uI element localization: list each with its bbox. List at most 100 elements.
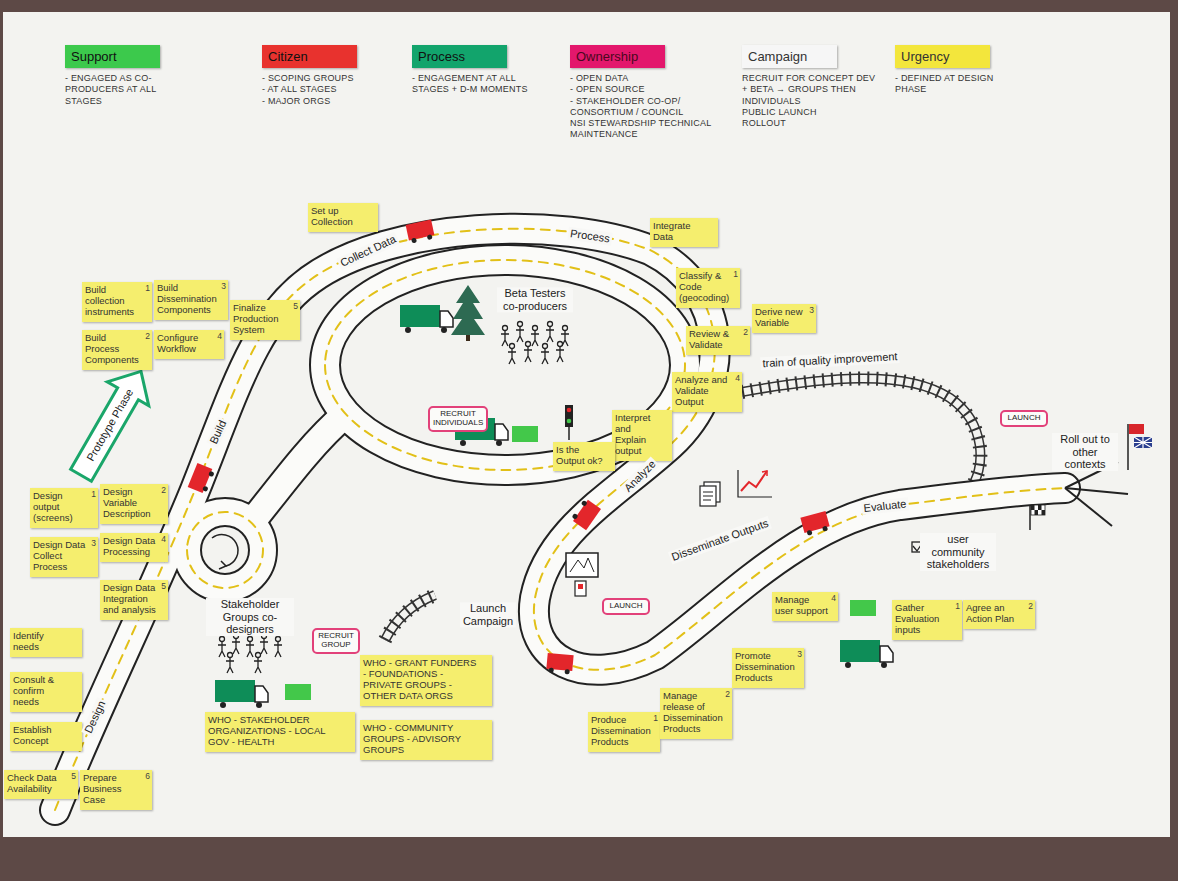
sticky-note: Review & Validate2 (686, 326, 750, 355)
use-shape (188, 463, 216, 494)
sticky-note: Check Data Availability5 (4, 770, 78, 799)
note-text: Agree an Action Plan (966, 603, 1025, 625)
note-text: Classify & Code (geocoding) (679, 271, 730, 304)
use-shape (215, 680, 268, 708)
sticky-note: Design output (screens)1 (30, 488, 98, 528)
recruit-note: LAUNCH (1000, 410, 1048, 427)
use-shape (385, 595, 435, 640)
use-shape (385, 595, 435, 640)
step-number: 5 (71, 772, 76, 782)
step-number: 2 (725, 690, 730, 700)
path-shape (1065, 488, 1112, 526)
sticky-note: Design Variable Description2 (100, 484, 168, 524)
note-text: Build Dissemination Components (157, 283, 218, 316)
sticky-note: Classify & Code (geocoding)1 (676, 268, 740, 308)
note-text: Gather Evaluation inputs (895, 603, 952, 636)
use-shape (246, 637, 254, 658)
use-shape (800, 511, 830, 537)
step-number: 3 (797, 650, 802, 660)
note-text: WHO - COMMUNITY GROUPS - ADVISORY GROUPS (363, 723, 482, 756)
road-label: train of quality improvement (760, 350, 900, 370)
use-shape (570, 498, 601, 530)
sticky-note: WHO - COMMUNITY GROUPS - ADVISORY GROUPS (360, 720, 492, 760)
note-text: Design Data Collect Process (33, 540, 88, 573)
use-shape (400, 305, 453, 333)
sticky-note: Finalize Production System5 (230, 300, 300, 340)
header-item: PUBLIC LAUNCH (742, 107, 882, 118)
use-shape (742, 378, 980, 492)
note-text: Finalize Production System (233, 303, 290, 336)
path-shape (212, 535, 238, 566)
use-shape (274, 637, 282, 658)
note-text: Set up Collection (311, 206, 368, 228)
note-text: Interpret and Explain output (615, 413, 662, 457)
sticky-note: Establish Concept (10, 722, 82, 751)
header-item: - ENGAGED AS CO-PRODUCERS AT ALL STAGES (65, 73, 185, 107)
step-number: 4 (735, 374, 740, 384)
use-shape (531, 326, 539, 347)
sticky-note: Agree an Action Plan2 (963, 600, 1035, 629)
use-shape (508, 344, 516, 365)
path-shape (219, 561, 226, 569)
use-shape (406, 219, 435, 243)
header-item: - SCOPING GROUPS (262, 73, 392, 84)
red-cars (188, 219, 831, 674)
rect-shape (1031, 505, 1035, 510)
note-text: RECRUIT INDIVIDUALS (433, 410, 483, 428)
road-label: user community stakeholders (920, 533, 996, 571)
use-shape (187, 512, 263, 588)
step-number: 3 (91, 539, 96, 549)
note-text: Is the Output ok? (556, 445, 605, 467)
rect-shape (1134, 437, 1152, 448)
road-label: Prototype Phase (83, 385, 137, 465)
sticky-note: Build Process Components2 (82, 330, 152, 370)
sticky-note: Configure Workflow4 (154, 330, 224, 359)
note-text: WHO - GRANT FUNDERS - FOUNDATIONS - PRIV… (363, 658, 482, 702)
header-title: Ownership (570, 45, 665, 68)
header-note: Ownership- OPEN DATA- OPEN SOURCE- STAKE… (570, 45, 720, 141)
step-number: 1 (955, 602, 960, 612)
road-label: Launch Campaign (460, 602, 516, 627)
document-icon (700, 482, 720, 506)
header-item: - ENGAGEMENT AT ALL STAGES + D-M MOMENTS (412, 73, 542, 96)
country-flags (1128, 424, 1152, 470)
note-text: Analyze and Validate Output (675, 375, 732, 408)
sticky-note: WHO - GRANT FUNDERS - FOUNDATIONS - PRIV… (360, 655, 492, 706)
sticky-note: Build Dissemination Components3 (154, 280, 228, 320)
rect-shape (566, 553, 598, 577)
use-shape (252, 415, 345, 522)
rect-shape (575, 581, 586, 596)
step-number: 1 (91, 490, 96, 500)
sticky-note: Design Data Integration and analysis5 (100, 580, 168, 620)
pine-tree (451, 285, 485, 341)
sticky-note: Manage user support4 (772, 592, 838, 621)
use-shape (546, 322, 554, 343)
step-number: 1 (733, 270, 738, 280)
road-label: Disseminate Outputs (668, 516, 772, 564)
road-label: Design (81, 697, 109, 737)
stakeholder-figures (218, 634, 282, 674)
use-shape (325, 260, 685, 470)
note-text: Check Data Availability (7, 773, 68, 795)
step-number: 4 (161, 535, 166, 545)
use-shape (742, 378, 980, 492)
note-text: Design Data Processing (103, 536, 158, 558)
sticky-note: Produce Dissemination Products1 (588, 712, 660, 752)
road-label: Stakeholder Groups co-designers (206, 598, 294, 636)
use-shape (254, 653, 262, 674)
use-shape (516, 322, 524, 343)
step-number: 6 (145, 772, 150, 782)
header-item: - OPEN DATA (570, 73, 720, 84)
line-shape (1127, 424, 1129, 470)
sticky-note: Interpret and Explain output (612, 410, 672, 461)
sticky-note: Promote Dissemination Products3 (732, 648, 804, 688)
note-text: Manage user support (775, 595, 828, 617)
prototype-arrow (60, 359, 162, 487)
note-text: LAUNCH (1005, 414, 1043, 423)
computer-icon (566, 553, 598, 596)
sticky-note: Analyze and Validate Output4 (672, 372, 742, 412)
road-label: Roll out to other contexts (1052, 433, 1118, 471)
header-item: RECRUIT FOR CONCEPT DEV + BETA → GROUPS … (742, 73, 882, 107)
use-shape (385, 595, 435, 640)
recruit-note: RECRUIT GROUP (312, 628, 360, 654)
